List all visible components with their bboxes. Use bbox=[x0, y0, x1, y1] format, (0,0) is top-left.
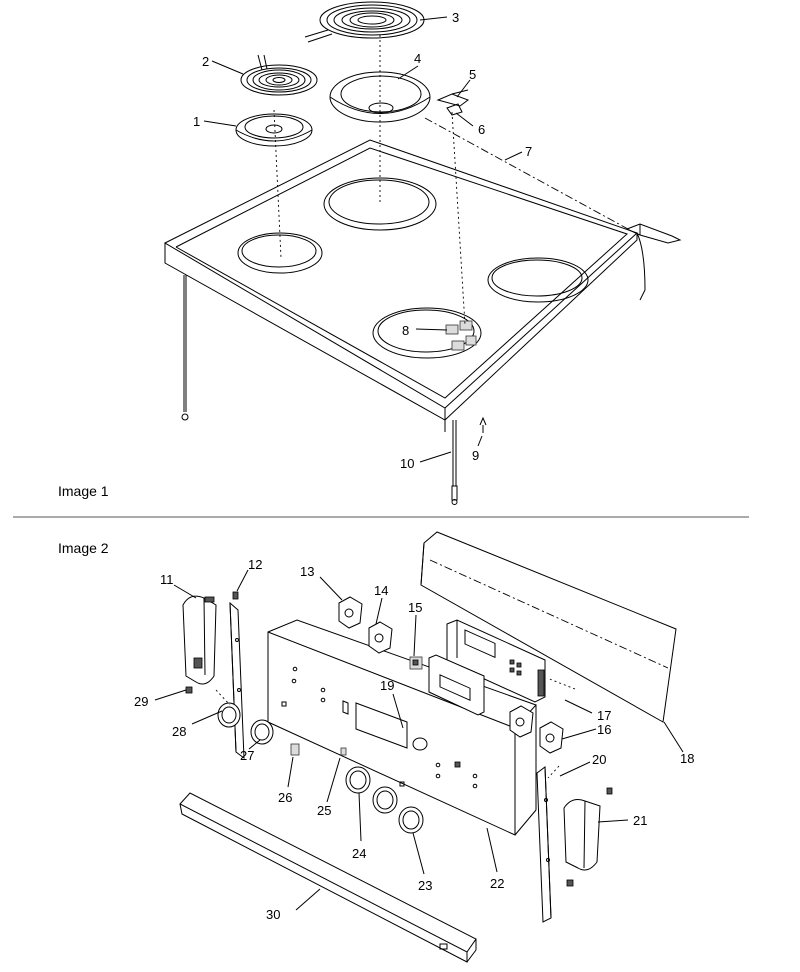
infinite-switch-part-13 bbox=[338, 596, 393, 654]
caption-image1: Image 1 bbox=[58, 483, 109, 499]
callout-2: 2 bbox=[202, 54, 209, 69]
knob-part-28-side bbox=[217, 702, 241, 728]
support-rod-left bbox=[181, 275, 189, 421]
knob-part-24 bbox=[345, 766, 371, 794]
support-rod-part-10 bbox=[451, 420, 458, 505]
knob-part-24b bbox=[372, 786, 398, 814]
callout-15: 15 bbox=[408, 600, 422, 615]
screw-part-29 bbox=[185, 686, 193, 694]
clip-part-25 bbox=[340, 747, 347, 756]
switch-part-14 bbox=[409, 656, 423, 670]
bracket-part-5-6 bbox=[436, 89, 470, 116]
surface-element-part-2 bbox=[240, 54, 318, 96]
image1-cooktop-assembly bbox=[163, 1, 682, 505]
callout-22: 22 bbox=[490, 876, 504, 891]
vent-trim-part-30 bbox=[179, 792, 477, 963]
callout-13: 13 bbox=[300, 564, 314, 579]
callout-3: 3 bbox=[452, 10, 459, 25]
drip-pan-part-1 bbox=[235, 113, 313, 147]
overlay-part-14 bbox=[428, 654, 485, 716]
leaders-image2 bbox=[154, 569, 684, 911]
backguard-panel-part-18 bbox=[420, 531, 677, 723]
leaders-image1 bbox=[203, 16, 523, 463]
callout-16: 16 bbox=[597, 722, 611, 737]
infinite-switch-part-16 bbox=[509, 705, 564, 754]
callout-18: 18 bbox=[680, 751, 694, 766]
callout-9: 9 bbox=[472, 448, 479, 463]
callout-1: 1 bbox=[193, 114, 200, 129]
alignment-lines-image2 bbox=[215, 677, 576, 779]
screw-part-12 bbox=[232, 591, 239, 600]
callout-6: 6 bbox=[478, 122, 485, 137]
callout-24: 24 bbox=[352, 846, 366, 861]
alignment-lines bbox=[273, 35, 629, 326]
maintop-part-7 bbox=[163, 139, 646, 432]
section-captions: Image 1 Image 2 bbox=[58, 483, 109, 556]
callout-25: 25 bbox=[317, 803, 331, 818]
callout-21: 21 bbox=[633, 813, 647, 828]
screw-part-9 bbox=[479, 416, 487, 433]
callout-7: 7 bbox=[525, 144, 532, 159]
callout-5: 5 bbox=[469, 67, 476, 82]
burner-openings bbox=[237, 177, 589, 359]
hinge-right bbox=[625, 223, 682, 244]
callout-10: 10 bbox=[400, 456, 414, 471]
callout-17: 17 bbox=[597, 708, 611, 723]
callout-12: 12 bbox=[248, 557, 262, 572]
callout-23: 23 bbox=[418, 878, 432, 893]
callout-29: 29 bbox=[134, 694, 148, 709]
image2-control-panel-assembly bbox=[154, 531, 684, 963]
end-cap-part-11 bbox=[182, 595, 217, 685]
callout-labels: 1 2 3 4 5 6 7 8 9 10 11 12 13 14 15 16 1… bbox=[134, 10, 694, 922]
knob-part-27 bbox=[250, 719, 274, 745]
lamp-part-26 bbox=[290, 743, 300, 756]
callout-8: 8 bbox=[402, 323, 409, 338]
callout-27: 27 bbox=[240, 748, 254, 763]
knob-part-23 bbox=[398, 806, 424, 834]
callout-19: 19 bbox=[380, 678, 394, 693]
receptacle-part-8 bbox=[445, 320, 477, 351]
callout-28: 28 bbox=[172, 724, 186, 739]
screws-right bbox=[454, 761, 613, 887]
bracket-part-20 bbox=[536, 766, 552, 923]
end-cap-part-21 bbox=[563, 799, 601, 871]
callout-20: 20 bbox=[592, 752, 606, 767]
surface-element-part-3 bbox=[304, 1, 425, 43]
callout-11: 11 bbox=[160, 572, 174, 587]
bracket-part-28 bbox=[229, 601, 245, 760]
callout-4: 4 bbox=[414, 51, 421, 66]
callout-26: 26 bbox=[278, 790, 292, 805]
callout-14: 14 bbox=[374, 583, 388, 598]
callout-30: 30 bbox=[266, 907, 280, 922]
caption-image2: Image 2 bbox=[58, 540, 109, 556]
